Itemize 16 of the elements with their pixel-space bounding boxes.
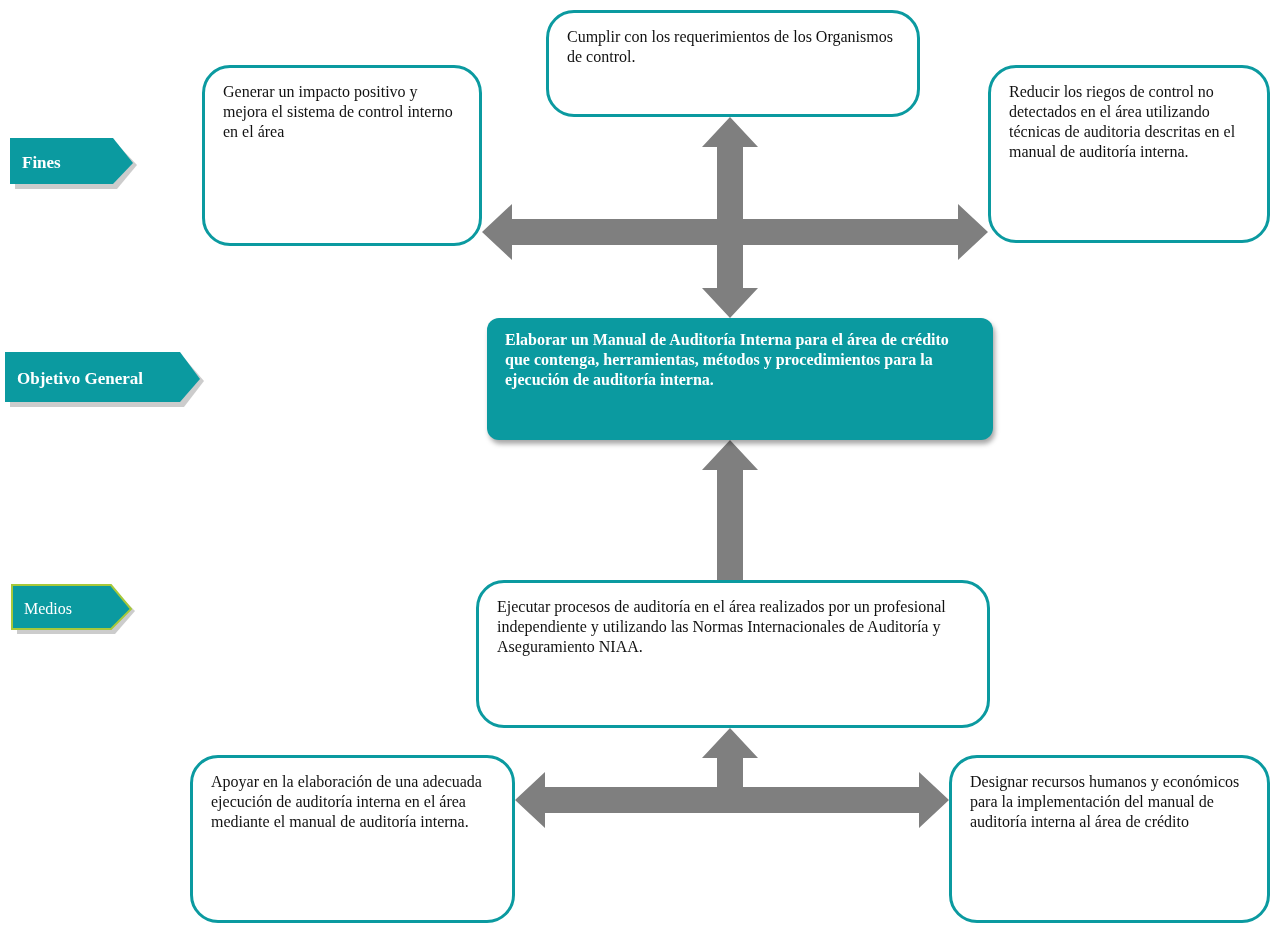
block-arrow <box>482 204 988 260</box>
tag-arrow <box>10 138 135 188</box>
text-box: Generar un impacto positivo y mejora el sistema de control interno en el área <box>202 65 482 246</box>
tag-label: Fines <box>22 153 61 173</box>
text-box: Cumplir con los requerimientos de los Organismos de control. <box>546 10 920 117</box>
tag-arrow <box>12 585 133 633</box>
block-arrow <box>515 772 949 828</box>
tag-label: Objetivo General <box>17 369 144 389</box>
block-arrow <box>702 440 758 580</box>
text-box: Ejecutar procesos de auditoría en el área realizados por un profesional independiente y utilizando las Normas Internacionales de Auditoría y Aseguramiento NIAA. <box>476 580 990 728</box>
text-box: Reducir los riegos de control no detectados en el área utilizando técnicas de auditoria descritas en el manual de auditoría interna. <box>988 65 1270 243</box>
objective-box: Elaborar un Manual de Auditoría Interna para el área de crédito que contenga, herramientas, métodos y procedimientos para la ejecución de auditoría interna. <box>487 318 993 440</box>
text-box: Apoyar en la elaboración de una adecuada ejecución de auditoría interna en el área mediante el manual de auditoría interna. <box>190 755 515 923</box>
text-box: Designar recursos humanos y económicos para la implementación del manual de auditoría interna al área de crédito <box>949 755 1270 923</box>
tag-arrow <box>5 352 202 406</box>
tag-label: Medios <box>24 599 72 619</box>
